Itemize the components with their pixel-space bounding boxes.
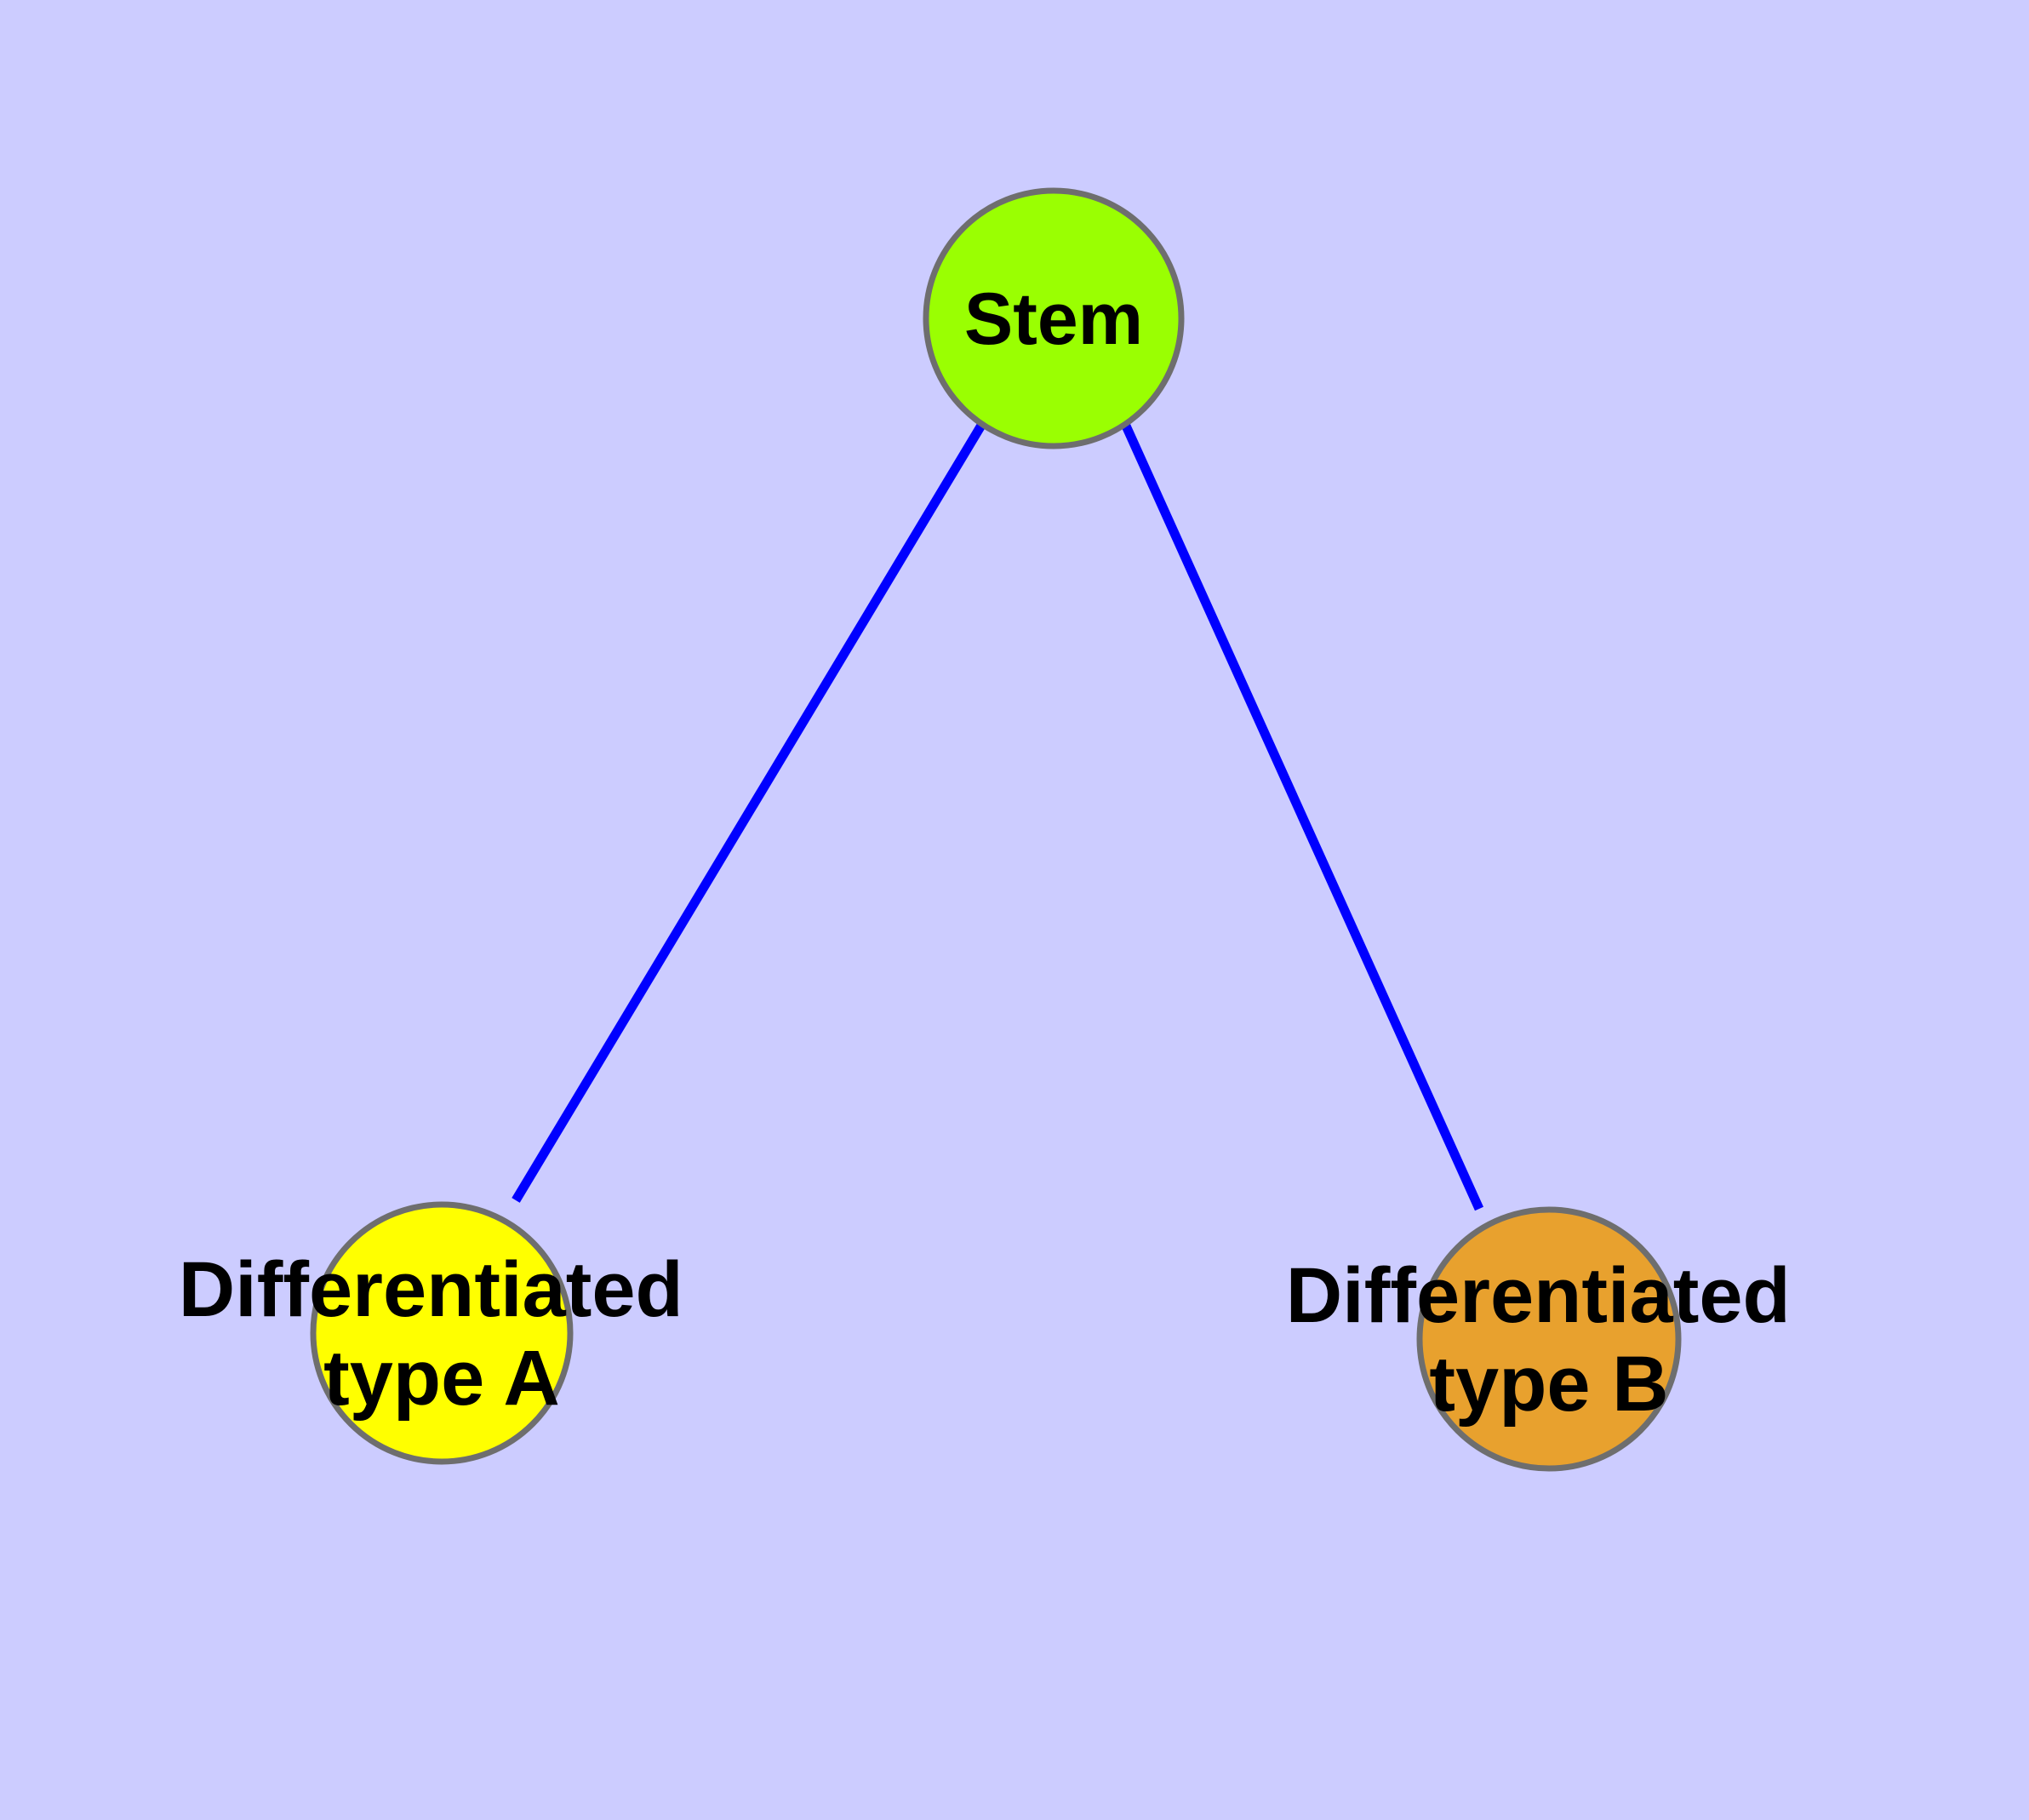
nodes-layer: Stem Differentiated type A Differentiate… — [179, 187, 1813, 1472]
node-differentiated-type-b-label-line-1: Differentiated — [1286, 1252, 1791, 1339]
node-stem[interactable]: Stem — [923, 187, 1185, 449]
node-differentiated-type-b-circle[interactable] — [1416, 1206, 1682, 1472]
node-differentiated-type-a-circle[interactable] — [310, 1201, 574, 1465]
edge-stem-to-differentiated-type-a[interactable] — [512, 421, 986, 1203]
node-differentiated-type-a[interactable] — [310, 1201, 574, 1465]
node-differentiated-type-a-label-line-2: type A — [323, 1335, 560, 1422]
node-differentiated-type-a-label-line-1: Differentiated — [179, 1246, 683, 1333]
node-differentiated-type-b[interactable] — [1416, 1206, 1682, 1472]
node-differentiated-type-b-label-line-2: type B — [1429, 1341, 1668, 1428]
node-differentiated-type-a-label: Differentiated type A — [179, 1246, 706, 1422]
node-stem-circle[interactable] — [923, 187, 1185, 449]
edges-layer — [512, 421, 1484, 1211]
edge-stem-to-differentiated-type-b[interactable] — [1120, 421, 1484, 1211]
node-stem-label-line-1: Stem — [964, 278, 1143, 360]
node-stem-label: Stem — [964, 278, 1143, 360]
node-differentiated-type-b-label: Differentiated type B — [1286, 1252, 1813, 1428]
